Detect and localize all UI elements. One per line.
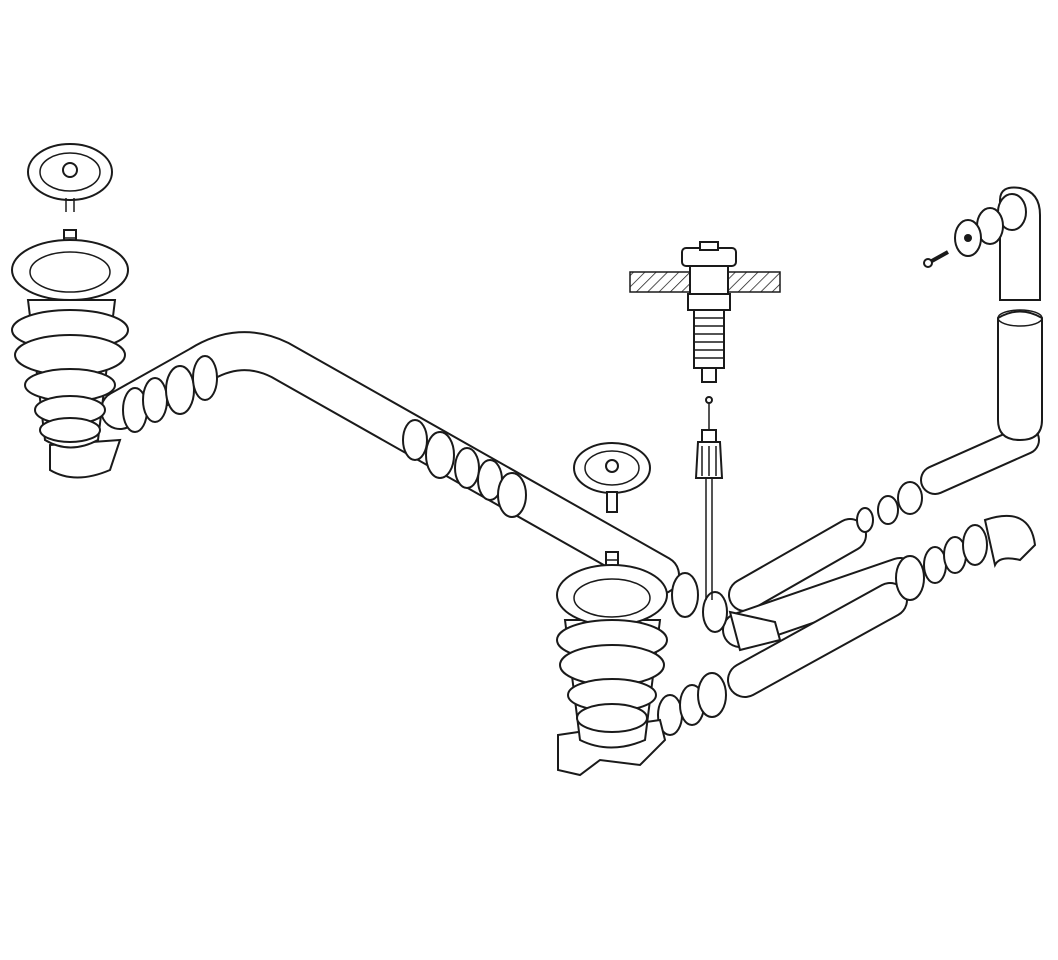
control-cable [694, 396, 724, 600]
overflow-tube [997, 309, 1043, 442]
elbow-fitting [983, 515, 1037, 568]
sink-outlet-center [556, 564, 668, 777]
strainer-basket-left [27, 143, 113, 212]
sink-outlet-left [11, 239, 129, 479]
overflow-control-knob [629, 241, 781, 383]
seal-rings [122, 355, 988, 736]
overflow-screw [923, 250, 949, 268]
tee-connector [728, 610, 782, 652]
overflow-head [954, 186, 1041, 301]
strainer-basket-center [573, 442, 651, 513]
